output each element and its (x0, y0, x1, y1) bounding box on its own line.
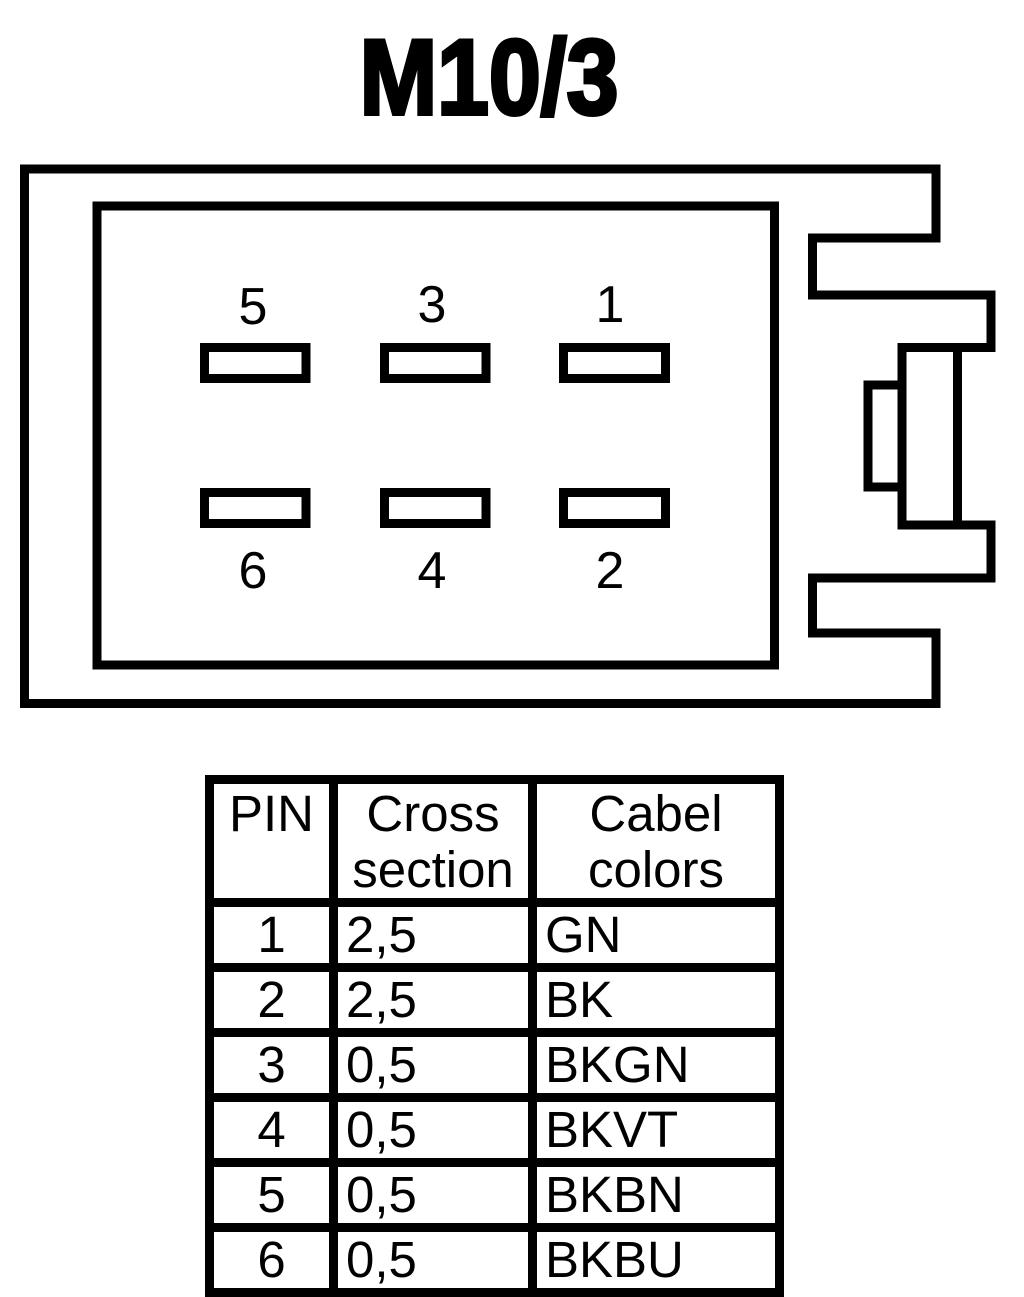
pin-number-cell: 1 (205, 898, 338, 972)
pin-number-cell: 3 (205, 1028, 338, 1102)
header-pin: PIN (205, 775, 338, 907)
table-row: 3 0,5 BKGN (205, 1028, 784, 1102)
latch-detail-rect (863, 380, 907, 492)
connector-designation: M10/3 (358, 17, 620, 137)
cross-section-cell: 0,5 (329, 1028, 537, 1102)
cross-section-cell: 0,5 (329, 1158, 537, 1232)
header-cross-section: Cross section (329, 775, 537, 907)
cable-color-cell: BK (528, 963, 784, 1037)
pin-number-cell: 5 (205, 1158, 338, 1232)
cross-section-cell: 0,5 (329, 1093, 537, 1167)
header-cross-line1: Cross (366, 785, 500, 842)
table-row: 1 2,5 GN (205, 898, 784, 972)
header-cross-line2: section (352, 841, 514, 898)
connector-diagram (20, 164, 996, 708)
pin-slot-5 (200, 343, 311, 383)
pin-number-5: 5 (238, 278, 268, 336)
cable-color-cell: BKBN (528, 1158, 784, 1232)
table-row: 5 0,5 BKBN (205, 1158, 784, 1232)
table-row: 6 0,5 BKBU (205, 1223, 784, 1297)
pin-number-3: 3 (417, 276, 447, 334)
connector-inner-wall (92, 201, 779, 670)
pin-number-6: 6 (238, 542, 268, 600)
pin-number-cell: 6 (205, 1223, 338, 1297)
cross-section-cell: 2,5 (329, 898, 537, 972)
pin-slot-6 (200, 488, 311, 528)
pin-slot-3 (380, 343, 491, 383)
pin-slot-4 (380, 488, 491, 528)
cross-section-cell: 0,5 (329, 1223, 537, 1297)
pin-number-2: 2 (595, 542, 625, 600)
cross-section-cell: 2,5 (329, 963, 537, 1037)
table-header-row: PIN Cross section Cabel colors (205, 775, 784, 907)
page-title: M10/3 (340, 17, 637, 137)
pin-number-cell: 2 (205, 963, 338, 1037)
pin-number-cell: 4 (205, 1093, 338, 1167)
pin-slot-2 (559, 488, 670, 528)
pin-number-1: 1 (595, 276, 625, 334)
table-row: 4 0,5 BKVT (205, 1093, 784, 1167)
pin-slot-1 (559, 343, 670, 383)
table-row: 2 2,5 BK (205, 963, 784, 1037)
header-cable-colors: Cabel colors (528, 775, 784, 907)
cable-color-cell: BKVT (528, 1093, 784, 1167)
cable-color-cell: GN (528, 898, 784, 972)
pin-assignment-table: PIN Cross section Cabel colors 1 2,5 GN … (205, 775, 784, 1297)
header-pin-label: PIN (228, 785, 315, 842)
header-colors-line2: colors (587, 841, 725, 898)
header-colors-line1: Cabel (589, 785, 723, 842)
pin-number-4: 4 (417, 542, 447, 600)
cable-color-cell: BKBU (528, 1223, 784, 1297)
cable-color-cell: BKGN (528, 1028, 784, 1102)
